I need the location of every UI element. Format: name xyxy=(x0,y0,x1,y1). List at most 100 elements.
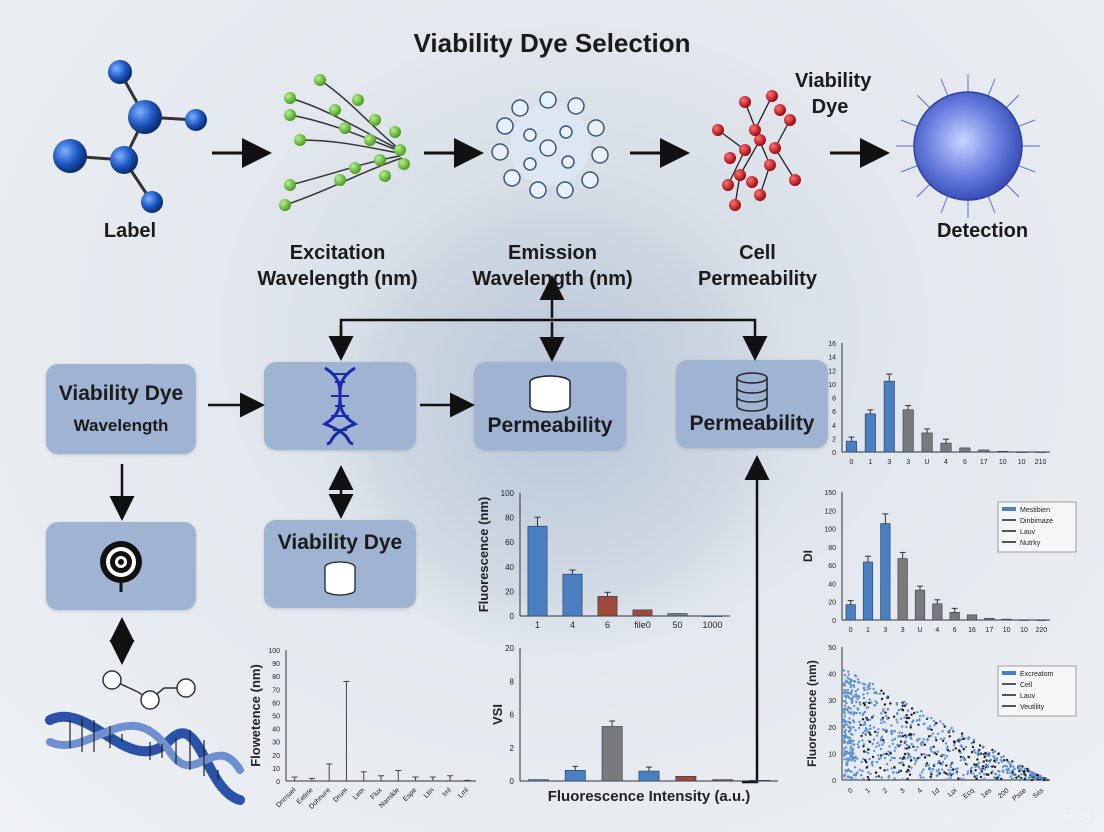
scatter-point xyxy=(896,743,899,746)
bar xyxy=(949,612,960,621)
scatter-point xyxy=(890,767,893,770)
y-tick-1: 40 xyxy=(828,581,836,588)
x-tick-2: Loi xyxy=(947,787,959,799)
scatter-point xyxy=(842,739,846,742)
x-tick-2: Psse xyxy=(1011,787,1028,802)
scatter-point xyxy=(899,717,903,720)
viability-wavelength-sub: Wavelength xyxy=(73,416,169,435)
scatter-point xyxy=(952,729,955,732)
scatter-point xyxy=(946,745,949,748)
scatter-point xyxy=(907,716,911,720)
scatter-point xyxy=(948,729,952,732)
scatter-point xyxy=(864,750,868,754)
scatter-point xyxy=(907,765,911,768)
bar xyxy=(845,440,857,453)
scatter-point xyxy=(893,766,896,769)
scatter-point xyxy=(858,701,861,704)
scatter-point xyxy=(923,753,926,756)
y-tick-1: 0 xyxy=(832,618,836,625)
scatter-point xyxy=(857,746,860,749)
database-icon xyxy=(736,372,768,412)
scatter-point xyxy=(887,750,890,753)
scatter-point xyxy=(866,688,869,691)
scatter-point xyxy=(922,722,926,726)
scatter-point xyxy=(850,777,853,780)
scatter-point xyxy=(883,720,886,724)
scatter-point xyxy=(863,710,867,714)
scatter-point xyxy=(930,728,933,731)
scatter-point xyxy=(930,778,934,781)
x-tick-0: 10 xyxy=(999,459,1007,466)
x-tick-3: 6 xyxy=(605,620,610,630)
scatter-point xyxy=(858,768,862,772)
scatter-point xyxy=(844,746,848,749)
scatter-point xyxy=(897,709,900,712)
scatter-point xyxy=(910,713,913,716)
y-tick-3: 80 xyxy=(505,514,514,523)
scatter-point xyxy=(901,709,905,712)
scatter-point xyxy=(878,744,881,747)
y-tick-3: 0 xyxy=(510,612,515,621)
scatter-point xyxy=(1007,767,1010,770)
scatter-point xyxy=(902,763,905,767)
bar xyxy=(564,770,586,782)
scatter-point xyxy=(845,708,848,711)
scatter-point xyxy=(882,741,885,744)
x-tick-1: 10 xyxy=(1003,627,1011,634)
scatter-point xyxy=(936,732,940,735)
scatter-point xyxy=(899,743,902,746)
scatter-point xyxy=(982,760,985,763)
scatter-point xyxy=(890,732,893,736)
scatter-point xyxy=(1031,773,1034,776)
scatter-point xyxy=(962,756,965,759)
x-tick-5: Ltin xyxy=(423,787,436,800)
scatter-point xyxy=(905,743,908,747)
bar xyxy=(864,413,876,453)
scatter-point xyxy=(856,771,859,774)
x-tick-0: 17 xyxy=(980,459,988,466)
scatter-point xyxy=(941,730,944,733)
scatter-point xyxy=(847,711,850,714)
scatter-point xyxy=(886,768,889,772)
scatter-point xyxy=(862,743,866,746)
scatter-point xyxy=(994,773,997,776)
scatter-point xyxy=(1000,755,1003,759)
scatter-point xyxy=(863,720,867,724)
x-tick-3: 4 xyxy=(570,620,575,630)
scatter-point xyxy=(1011,773,1014,776)
viability-wavelength-title: Viability Dye xyxy=(58,382,184,405)
scatter-point xyxy=(871,742,874,746)
scatter-point xyxy=(1033,772,1037,775)
scatter-point xyxy=(948,749,951,753)
dna-helix-icon xyxy=(321,366,359,446)
scatter-point xyxy=(868,740,872,744)
y-axis-label-5: Flowetence (nm) xyxy=(248,664,263,767)
scatter-point xyxy=(925,764,928,767)
scatter-point xyxy=(1011,778,1015,781)
y-tick-0: 2 xyxy=(832,436,836,443)
scatter-point xyxy=(885,752,888,756)
excitation-dots xyxy=(279,74,410,211)
scatter-point xyxy=(916,745,919,749)
scatter-point xyxy=(973,748,976,752)
viability-dye-box-label: Viability Dye xyxy=(277,531,403,554)
scatter-point xyxy=(851,733,854,736)
scatter-point xyxy=(956,767,959,770)
scatter-point xyxy=(934,721,938,725)
y-tick-2: 10 xyxy=(828,751,836,758)
x-tick-1: 16 xyxy=(968,627,976,634)
scatter-point xyxy=(930,771,933,774)
scatter-point xyxy=(977,765,980,768)
scatter-point xyxy=(933,724,936,727)
scatter-point xyxy=(947,730,950,733)
cylinder-icon xyxy=(529,375,571,413)
scatter-point xyxy=(883,703,887,706)
viability-dye-caption: Viability Dye xyxy=(795,70,872,118)
scatter-point xyxy=(974,769,977,772)
scatter-point xyxy=(920,740,924,744)
scatter-point xyxy=(848,736,852,740)
scatter-point xyxy=(920,744,923,747)
x-tick-2: Sss xyxy=(1032,787,1046,800)
scatter-point xyxy=(903,752,907,756)
scatter-point xyxy=(1001,769,1004,772)
